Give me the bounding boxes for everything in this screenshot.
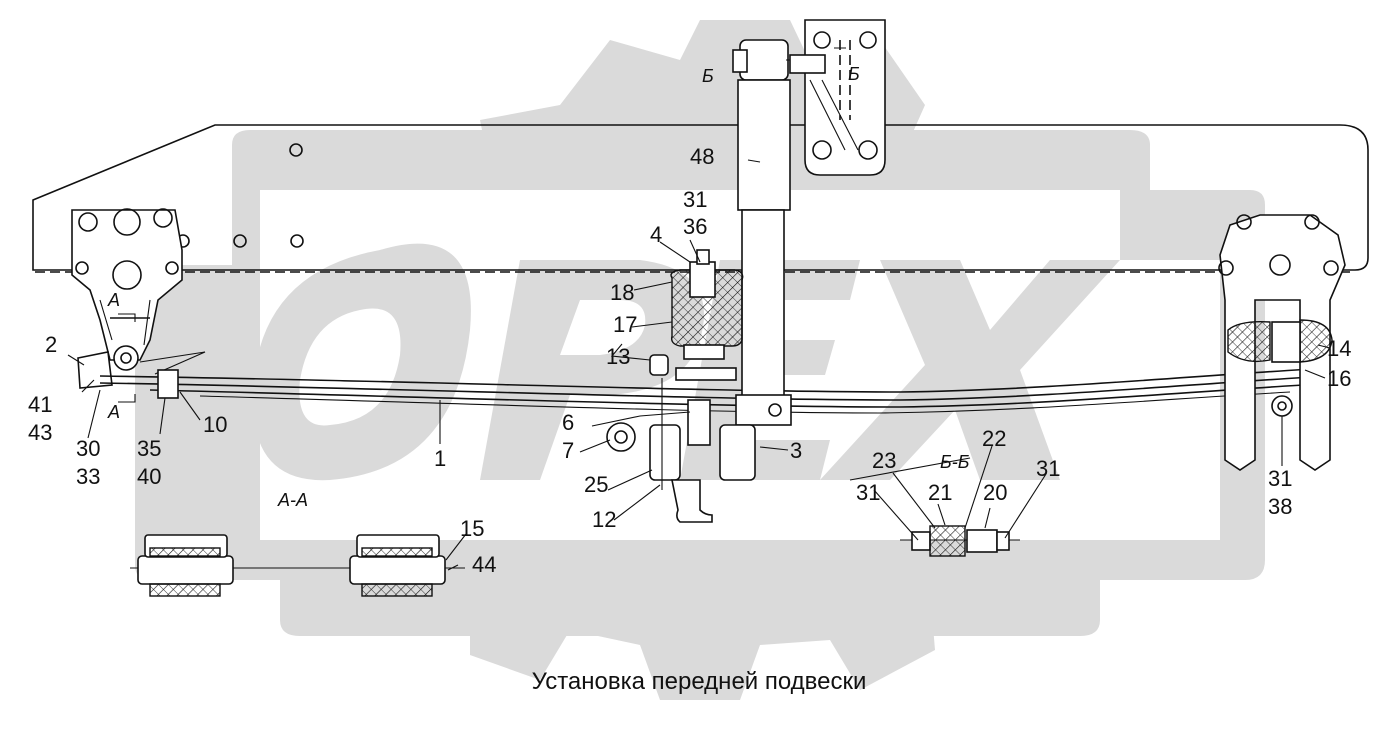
callout-14: 14 [1327, 336, 1351, 361]
callout-38: 38 [1268, 494, 1292, 519]
figure-caption: Установка передней подвески [531, 668, 867, 695]
callout-3: 3 [790, 438, 802, 463]
callout-17: 17 [613, 312, 637, 337]
callout-48: 48 [690, 144, 714, 169]
section-a-bottom-label: А [107, 402, 120, 422]
shock-upper-bracket: Б Б [702, 19, 886, 176]
callout-41: 41 [28, 392, 52, 417]
center-clamp [606, 378, 756, 523]
callout-1: 1 [434, 446, 446, 471]
callout-44: 44 [472, 552, 496, 577]
section-a-top-label: А [107, 290, 120, 310]
callout-labels: 2 41 43 30 33 35 40 10 1 1 48 31 36 4 18… [28, 144, 1351, 577]
callout-21: 21 [928, 480, 952, 505]
shock-absorber [732, 39, 792, 426]
callout-36: 36 [683, 214, 707, 239]
frame-hole [233, 234, 247, 248]
callout-20: 20 [983, 480, 1007, 505]
leader-lines [67, 159, 1331, 571]
frame-hole [289, 143, 303, 157]
callout-31-bl: 31 [856, 480, 880, 505]
callout-13: 13 [606, 344, 630, 369]
rear-spring-bracket [1218, 214, 1346, 471]
callout-16: 16 [1327, 366, 1351, 391]
callout-35: 35 [137, 436, 161, 461]
watermark [135, 20, 1265, 700]
callout-4: 4 [650, 222, 662, 247]
callout-7: 7 [562, 438, 574, 463]
callout-33: 33 [76, 464, 100, 489]
callout-30: 30 [76, 436, 100, 461]
callout-25: 25 [584, 472, 608, 497]
view-b-b: Б-Б [900, 452, 1020, 557]
callout-43: 43 [28, 420, 52, 445]
spring-front-eye [77, 345, 206, 389]
callout-31-right: 31 [1268, 466, 1292, 491]
spring-clamp [157, 369, 179, 399]
callout-10: 10 [203, 412, 227, 437]
frame-hole [290, 234, 304, 248]
view-a-a: А-А [130, 490, 465, 597]
front-spring-bracket [71, 208, 183, 361]
callout-40: 40 [137, 464, 161, 489]
section-b-left-label: Б [702, 66, 714, 86]
leaf-spring [99, 367, 1331, 414]
bump-stop [649, 249, 744, 381]
callout-31-top: 31 [683, 187, 707, 212]
view-b-b-label: Б-Б [940, 452, 970, 472]
callout-31-br: 31 [1036, 456, 1060, 481]
callout-22: 22 [982, 426, 1006, 451]
callout-12: 12 [592, 507, 616, 532]
section-b-right-label: Б [848, 64, 860, 84]
view-a-a-label: А-А [277, 490, 308, 510]
callout-15: 15 [460, 516, 484, 541]
callout-2: 2 [45, 332, 57, 357]
callout-23: 23 [872, 448, 896, 473]
callout-18: 18 [610, 280, 634, 305]
section-a-marks: А А [107, 290, 136, 422]
callout-6: 6 [562, 410, 574, 435]
